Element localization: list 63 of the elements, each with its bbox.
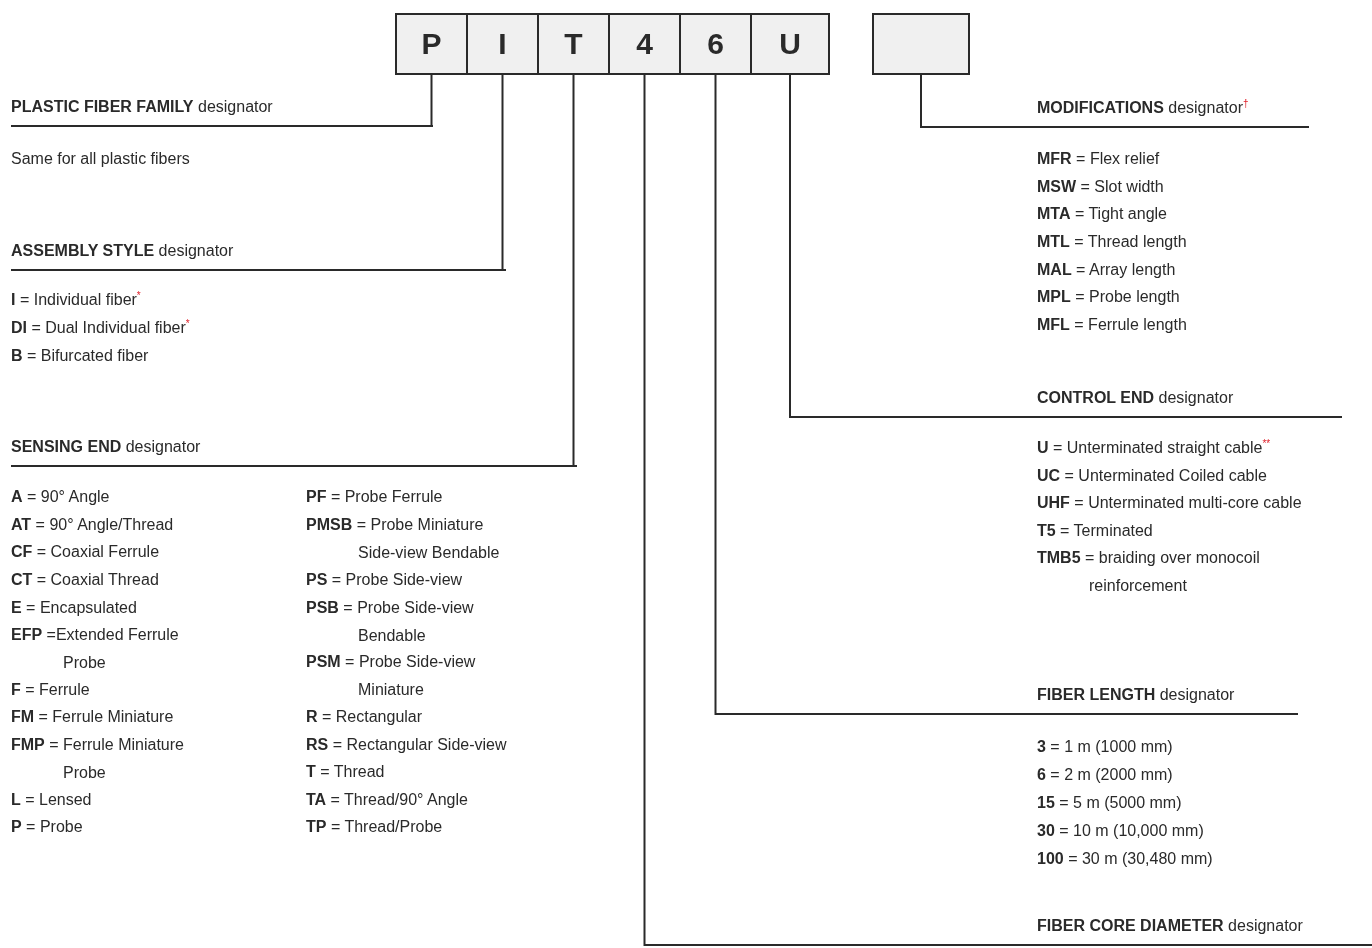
code-definition: FM = Ferrule Miniature — [11, 707, 175, 727]
code-definition: PSB = Probe Side-view Bendable — [306, 598, 475, 646]
code-definition: MFL = Ferrule length — [1037, 315, 1188, 335]
code-definition: AT = 90° Angle/Thread — [11, 515, 175, 535]
designator-heading: MODIFICATIONS designator$^{†}$ — [925, 89, 1309, 128]
code-definition: MAL = Array length — [1037, 260, 1177, 280]
empty-code-box — [872, 13, 970, 75]
code-letter-box: I — [466, 13, 539, 75]
code-definition: 6 = 2 m (2000 mm) — [1037, 765, 1174, 785]
code-definition: PSM = Probe Side-view Miniature — [306, 652, 477, 700]
leader-line — [789, 74, 793, 418]
code-definition: PF = Probe Ferrule — [306, 487, 444, 507]
code-definition: MTL = Thread length — [1037, 232, 1188, 252]
code-definition: 3 = 1 m (1000 mm) — [1037, 737, 1174, 757]
code-definition: T = Thread — [306, 762, 386, 782]
code-definition: CF = Coaxial Ferrule — [11, 542, 161, 562]
code-definition: TP = Thread/Probe — [306, 817, 444, 837]
code-definition: PS = Probe Side-view — [306, 570, 464, 590]
code-definition: TMB5 = braiding over monocoil reinforcement — [1037, 548, 1261, 596]
code-definition: UHF = Unterminated multi-core cable — [1037, 493, 1303, 513]
code-definition: T5 = Terminated — [1037, 521, 1154, 541]
code-definition: E = Encapsulated — [11, 598, 138, 618]
code-definition: MSW = Slot width — [1037, 177, 1165, 197]
code-definition: P = Probe — [11, 817, 84, 837]
designator-heading: ASSEMBLY STYLE designator — [11, 232, 506, 271]
code-definition: A = 90° Angle — [11, 487, 111, 507]
code-definition: F = Ferrule — [11, 680, 91, 700]
code-definition: EFP =Extended Ferrule Probe — [11, 625, 180, 673]
code-definition: L = Lensed — [11, 790, 93, 810]
code-letter-box: 4 — [608, 13, 681, 75]
code-definition: MTA = Tight angle — [1037, 204, 1168, 224]
leader-line — [501, 74, 507, 271]
code-definition: 15 = 5 m (5000 mm) — [1037, 793, 1183, 813]
code-definition: CT = Coaxial Thread — [11, 570, 160, 590]
code-definition: 100 = 30 m (30,480 mm) — [1037, 849, 1214, 869]
leader-line — [643, 74, 650, 946]
code-definition: DI = Dual Individual fiber$^{*}$ — [11, 316, 191, 338]
designator-heading: FIBER LENGTH designator — [721, 676, 1298, 715]
code-letter-box: 6 — [679, 13, 752, 75]
designator-heading: FIBER CORE DIAMETER designator — [649, 908, 1372, 946]
code-definition: FMP = Ferrule Miniature Probe — [11, 735, 185, 783]
code-definition: UC = Unterminated Coiled cable — [1037, 466, 1268, 486]
code-definition: I = Individual fiber$^{*}$ — [11, 288, 142, 310]
designator-heading: CONTROL END designator — [792, 379, 1342, 418]
leader-line — [714, 74, 722, 715]
code-definition: MPL = Probe length — [1037, 287, 1181, 307]
code-definition: 30 = 10 m (10,000 mm) — [1037, 821, 1205, 841]
leader-line — [430, 74, 434, 127]
code-letter-box: T — [537, 13, 610, 75]
code-definition: R = Rectangular — [306, 707, 424, 727]
code-definition: U = Unterminated straight cable$^{**}$ — [1037, 436, 1272, 458]
code-letter-box: P — [395, 13, 468, 75]
code-letter-box: U — [750, 13, 830, 75]
code-definition: MFR = Flex relief — [1037, 149, 1161, 169]
code-definition: TA = Thread/90° Angle — [306, 790, 469, 810]
designator-heading: PLASTIC FIBER FAMILY designator — [11, 88, 433, 127]
code-definition: RS = Rectangular Side-view — [306, 735, 508, 755]
leader-line — [572, 74, 578, 467]
code-definition: PMSB = Probe Miniature Side-view Bendable — [306, 515, 501, 563]
note-text: Same for all plastic fibers — [11, 149, 191, 169]
designator-heading: SENSING END designator — [11, 428, 577, 467]
leader-line — [920, 74, 926, 128]
code-definition: B = Bifurcated fiber — [11, 346, 150, 366]
